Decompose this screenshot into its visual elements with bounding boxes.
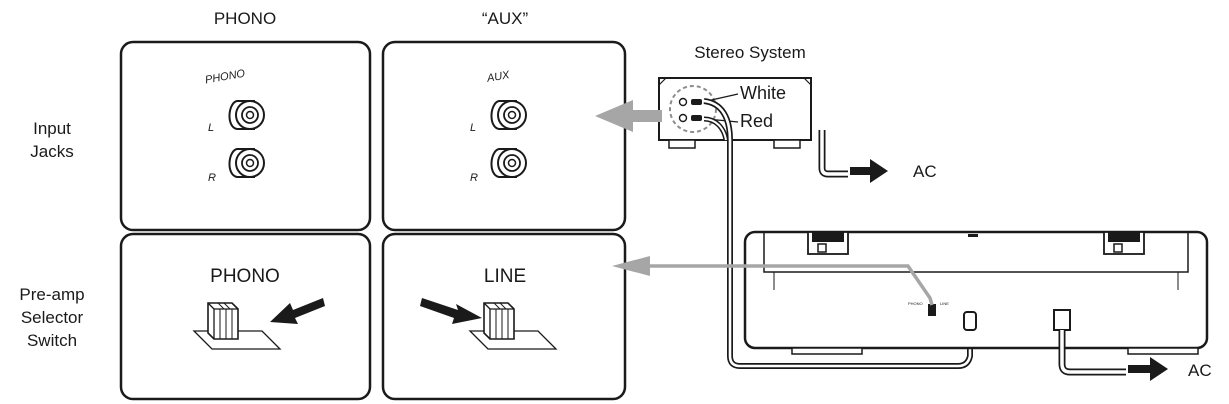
phono-jack-panel: [119, 40, 372, 232]
line-switch-label: LINE: [483, 266, 527, 287]
turntable-selector-switch: [928, 304, 936, 316]
right-hinge-icon: [1103, 231, 1145, 255]
stereo-system-label: Stereo System: [694, 43, 806, 62]
aux-header: “AUX”: [481, 9, 529, 28]
ac-bottom-label: AC: [1188, 361, 1212, 380]
aux-jack-l-label: L: [470, 122, 477, 134]
phono-jack-l-label: L: [208, 122, 215, 134]
phono-push-arrow-icon: [270, 298, 325, 324]
left-hinge-icon: [807, 231, 849, 255]
phono-jack-l-icon: [228, 100, 265, 130]
preamp-label-1: Pre-amp: [19, 285, 85, 304]
white-cable-label: White: [740, 83, 787, 103]
stereo-system-unit: [658, 77, 812, 141]
phono-jack-r-icon: [228, 148, 265, 178]
aux-jack-l-icon: [490, 100, 527, 130]
turntable-switch-line-label: LINE: [940, 301, 949, 306]
output-to-aux-arrow-icon: [595, 100, 662, 132]
preamp-label-3: Switch: [26, 331, 78, 350]
aux-jack-r-icon: [490, 148, 527, 178]
ac-top-label: AC: [913, 162, 937, 181]
phono-switch-panel: [119, 232, 372, 401]
line-push-arrow-icon: [420, 298, 482, 324]
ac-top-arrow-icon: [850, 159, 888, 183]
ac-bottom-arrow-icon: [1128, 357, 1168, 381]
red-cable-label: Red: [740, 111, 774, 131]
aux-jack-r-label: R: [470, 172, 478, 184]
switch-to-line-arrow: [650, 264, 934, 306]
preamp-label-2: Selector: [20, 308, 84, 327]
turntable-switch-phono-label: PHONO: [908, 301, 923, 306]
phono-jack-r-label: R: [208, 172, 216, 184]
aux-jack-panel: [381, 40, 627, 232]
input-jacks-label-1: Input: [33, 119, 71, 138]
phono-switch-label: PHONO: [210, 266, 280, 287]
input-jacks-label-2: Jacks: [30, 142, 74, 161]
switch-to-line-arrowhead-icon: [612, 256, 650, 276]
output-jacks-highlight: [669, 85, 717, 133]
phono-header: PHONO: [213, 9, 277, 28]
